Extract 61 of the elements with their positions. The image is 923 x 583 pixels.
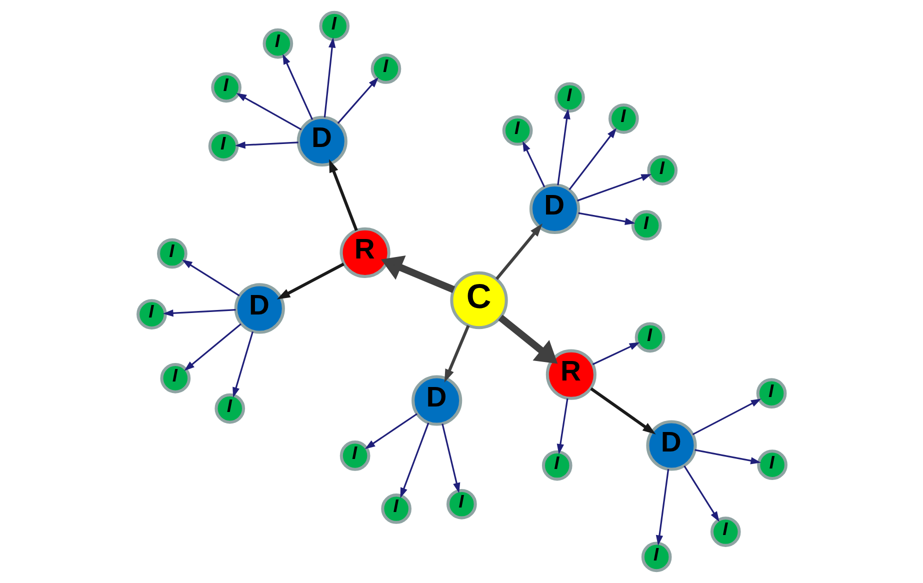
node-circle: D xyxy=(528,183,580,234)
node-circle: D xyxy=(411,375,462,426)
arrow xyxy=(162,308,236,317)
node-circle: I xyxy=(608,103,638,134)
node-circle: I xyxy=(160,363,190,394)
node-circle: I xyxy=(380,494,411,524)
arrow xyxy=(556,108,570,186)
node-circle: I xyxy=(370,54,401,84)
node-circle: I xyxy=(210,72,241,103)
arrow xyxy=(576,174,652,202)
arrow xyxy=(323,37,336,118)
node-circle: I xyxy=(446,488,476,520)
node-circle: I xyxy=(630,210,662,241)
node-circle: I xyxy=(214,393,245,424)
arrow xyxy=(692,398,761,436)
node-circle: I xyxy=(156,238,187,269)
node-circle: I xyxy=(710,516,740,547)
node-circle: I xyxy=(541,450,572,481)
node-circle: C xyxy=(450,271,508,330)
node-circle: I xyxy=(262,28,293,59)
node-circle: D xyxy=(296,116,347,167)
node-circle: I xyxy=(502,115,532,146)
arrow xyxy=(234,141,298,149)
node-circle: R xyxy=(339,227,390,278)
node-circle: I xyxy=(208,131,238,162)
arrow xyxy=(282,54,313,120)
node-circle: I xyxy=(756,378,786,409)
arrow xyxy=(184,323,241,371)
arrow xyxy=(444,324,470,383)
arrow xyxy=(590,387,656,434)
arrow xyxy=(328,159,358,231)
arrow xyxy=(364,413,417,450)
arrow xyxy=(400,422,429,498)
arrow xyxy=(683,466,719,522)
arrow xyxy=(232,331,254,398)
arrow xyxy=(181,260,240,296)
arrow xyxy=(694,449,761,464)
arrow xyxy=(336,77,378,124)
arrow xyxy=(380,255,455,293)
node-circle: R xyxy=(545,349,596,400)
node-circle: I xyxy=(136,299,166,330)
node-circle: D xyxy=(234,283,284,334)
node-circle: I xyxy=(318,10,350,42)
arrow xyxy=(498,314,558,364)
node-circle: I xyxy=(640,542,672,572)
arrow xyxy=(592,342,640,366)
node-circle: I xyxy=(646,155,678,186)
node-circle: I xyxy=(554,82,584,113)
arrow xyxy=(522,141,545,188)
arrow xyxy=(494,224,542,280)
arrow xyxy=(276,262,344,300)
node-circle: I xyxy=(756,450,787,480)
arrow xyxy=(236,92,302,130)
node-circle: I xyxy=(634,322,665,353)
arrow xyxy=(556,398,568,454)
arrow xyxy=(655,469,669,546)
node-circle: D xyxy=(646,420,696,471)
arrow xyxy=(441,424,460,494)
arrow xyxy=(568,128,616,190)
node-circle: I xyxy=(339,440,370,471)
arrow xyxy=(578,212,635,226)
